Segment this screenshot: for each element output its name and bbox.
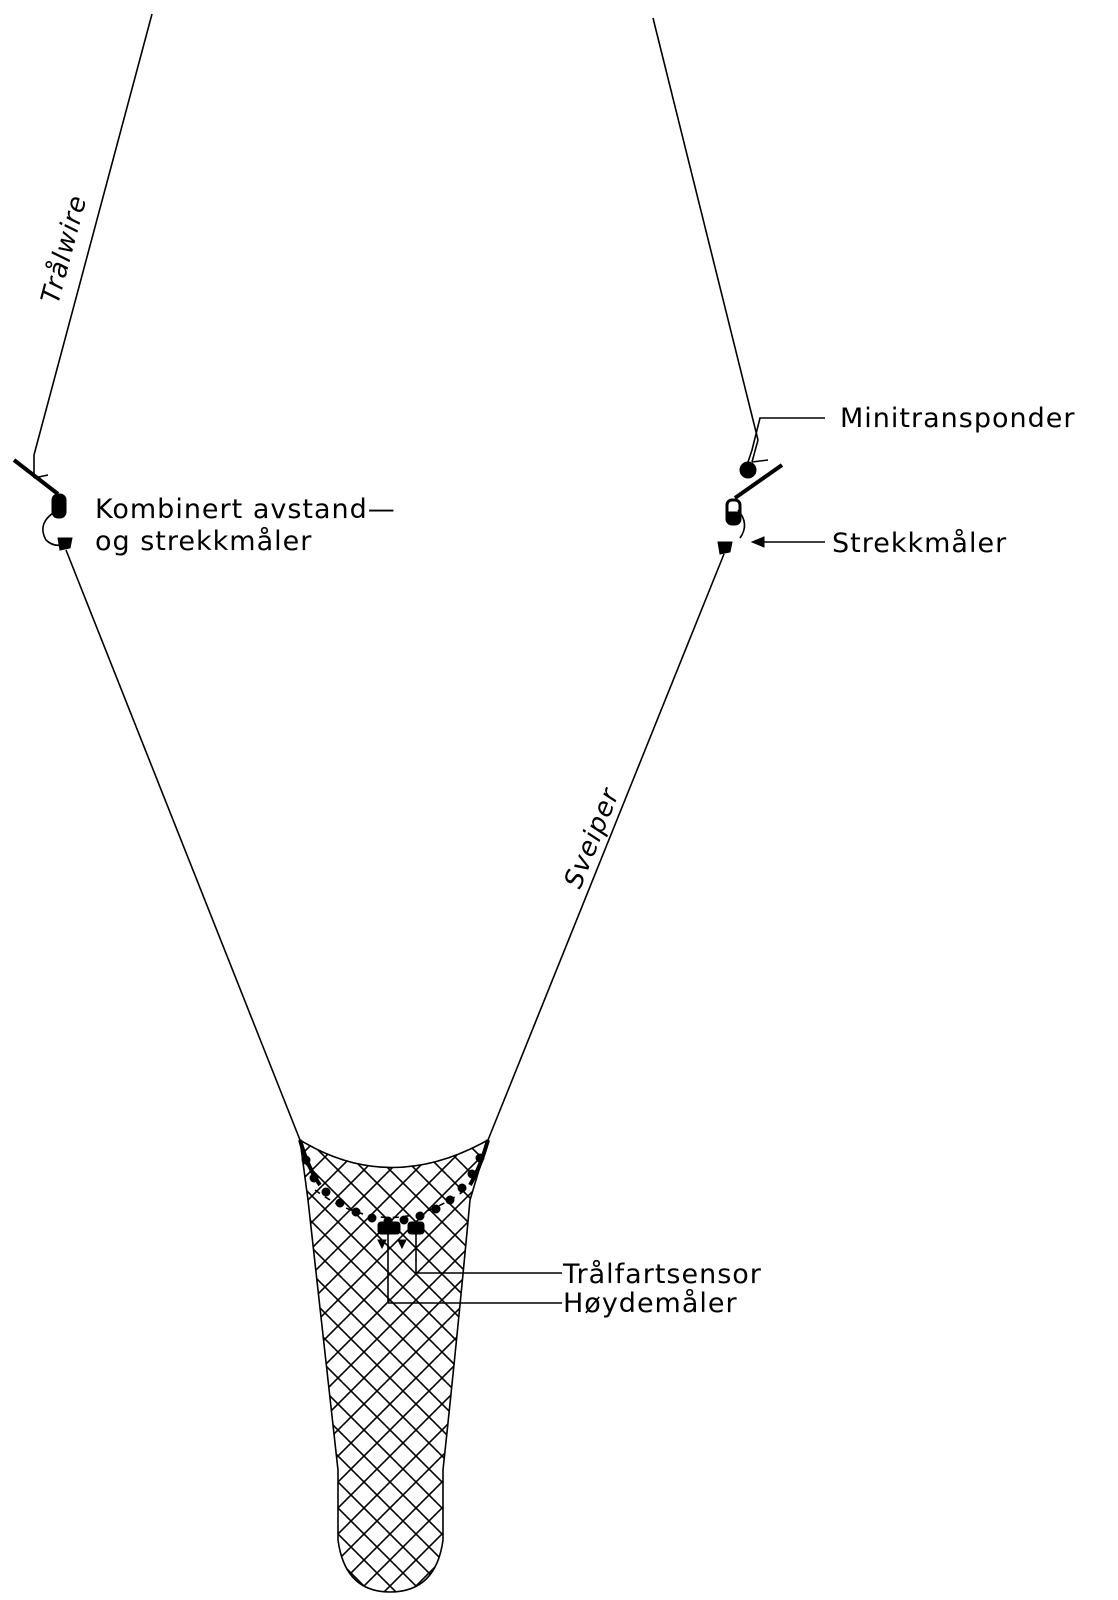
kombinert-label-line2: og strekkmåler [95, 526, 312, 557]
left-sweep [65, 549, 301, 1141]
minitransponder [739, 417, 825, 479]
tralfartsensor-label: Trålfartsensor [562, 1259, 762, 1290]
right-trawl-wire [652, 17, 759, 441]
minitransponder-label: Minitransponder [840, 403, 1075, 434]
trawl-net [298, 1138, 490, 1593]
tralwire-label: Trålwire [35, 192, 94, 307]
hoydemaler-label: Høydemåler [563, 1288, 738, 1319]
right-trawl-door [733, 439, 784, 500]
right-sweep [487, 553, 725, 1141]
trawl-speed-sensor [407, 1221, 562, 1274]
height-meter [377, 1221, 562, 1304]
sveiper-label: Sveiper [559, 783, 627, 893]
kombinert-label-line1: Kombinert avstand— [95, 494, 396, 525]
left-trawl-wire [33, 13, 153, 456]
combined-distance-tension-sensor [51, 493, 73, 551]
strekkmaler-sensor [717, 498, 825, 555]
strekkmaler-label: Strekkmåler [832, 528, 1007, 559]
footrope [298, 1139, 490, 1226]
